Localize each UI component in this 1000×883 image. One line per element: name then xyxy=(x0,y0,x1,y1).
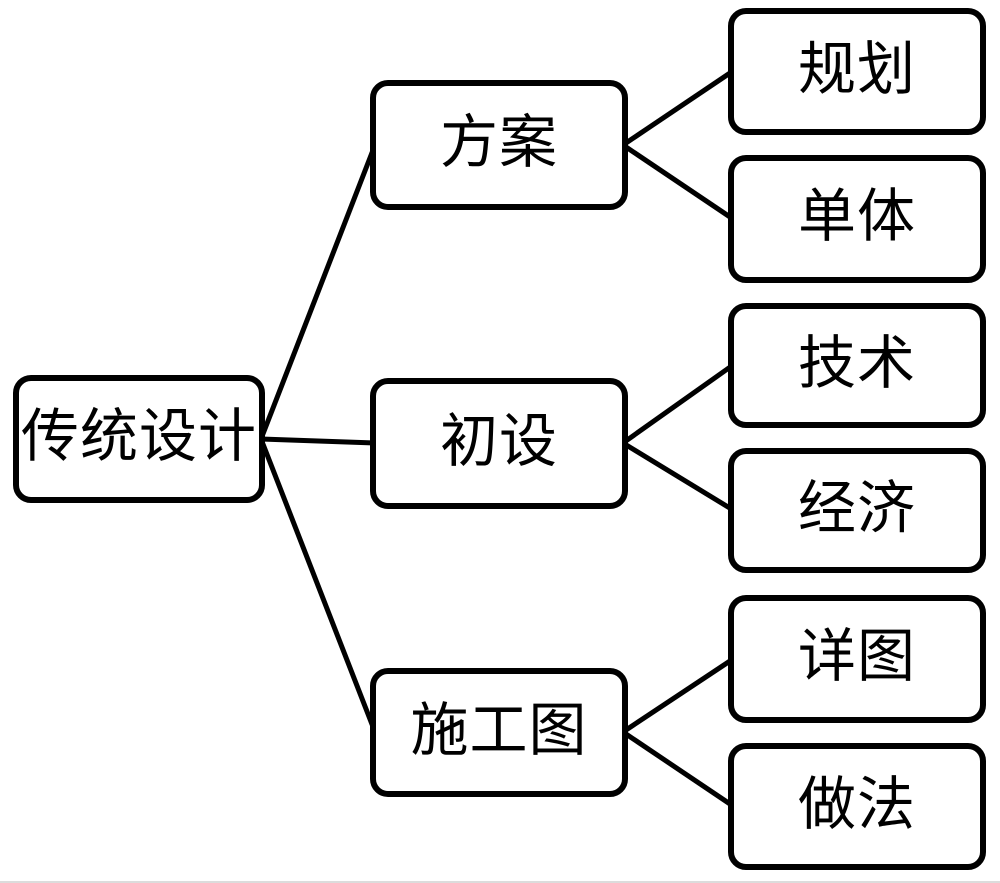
edge-root-to-chushe xyxy=(260,436,376,446)
node-leaf-guihua-label: 规划 xyxy=(797,36,916,102)
edge-root-to-fangan xyxy=(258,144,378,440)
edge-root-to-shigongtu xyxy=(258,438,378,733)
node-leaf-guihua: 规划 xyxy=(728,8,986,135)
node-leaf-xiangtu: 详图 xyxy=(728,595,986,723)
edge-chushe-to-jingji xyxy=(621,440,735,513)
node-root-traditional-design: 传统设计 xyxy=(13,375,265,503)
node-mid-chushe-label: 初设 xyxy=(439,408,558,474)
node-leaf-jingji-label: 经济 xyxy=(797,475,916,541)
node-leaf-jishu-label: 技术 xyxy=(797,330,916,396)
node-leaf-danti: 单体 xyxy=(728,155,986,283)
node-mid-fangan: 方案 xyxy=(370,80,628,210)
edge-shigongtu-to-zuofa xyxy=(621,729,735,809)
edge-fangan-to-guihua xyxy=(621,68,735,148)
edge-fangan-to-danti xyxy=(621,142,735,222)
node-mid-chushe: 初设 xyxy=(370,378,628,509)
node-leaf-xiangtu-label: 详图 xyxy=(797,624,916,689)
edge-shigongtu-to-xiangtu xyxy=(621,656,735,735)
node-leaf-danti-label: 单体 xyxy=(797,184,916,249)
node-mid-shigongtu-label: 施工图 xyxy=(410,697,588,763)
node-leaf-zuofa: 做法 xyxy=(728,743,986,870)
node-mid-fangan-label: 方案 xyxy=(439,110,558,175)
node-leaf-zuofa-label: 做法 xyxy=(797,771,916,837)
node-leaf-jingji: 经济 xyxy=(728,448,986,573)
node-root-label: 传统设计 xyxy=(20,404,257,469)
node-mid-shigongtu: 施工图 xyxy=(370,668,628,797)
bottom-edge-line xyxy=(0,881,1000,883)
node-leaf-jishu: 技术 xyxy=(728,303,986,428)
edge-chushe-to-jishu xyxy=(621,362,735,446)
